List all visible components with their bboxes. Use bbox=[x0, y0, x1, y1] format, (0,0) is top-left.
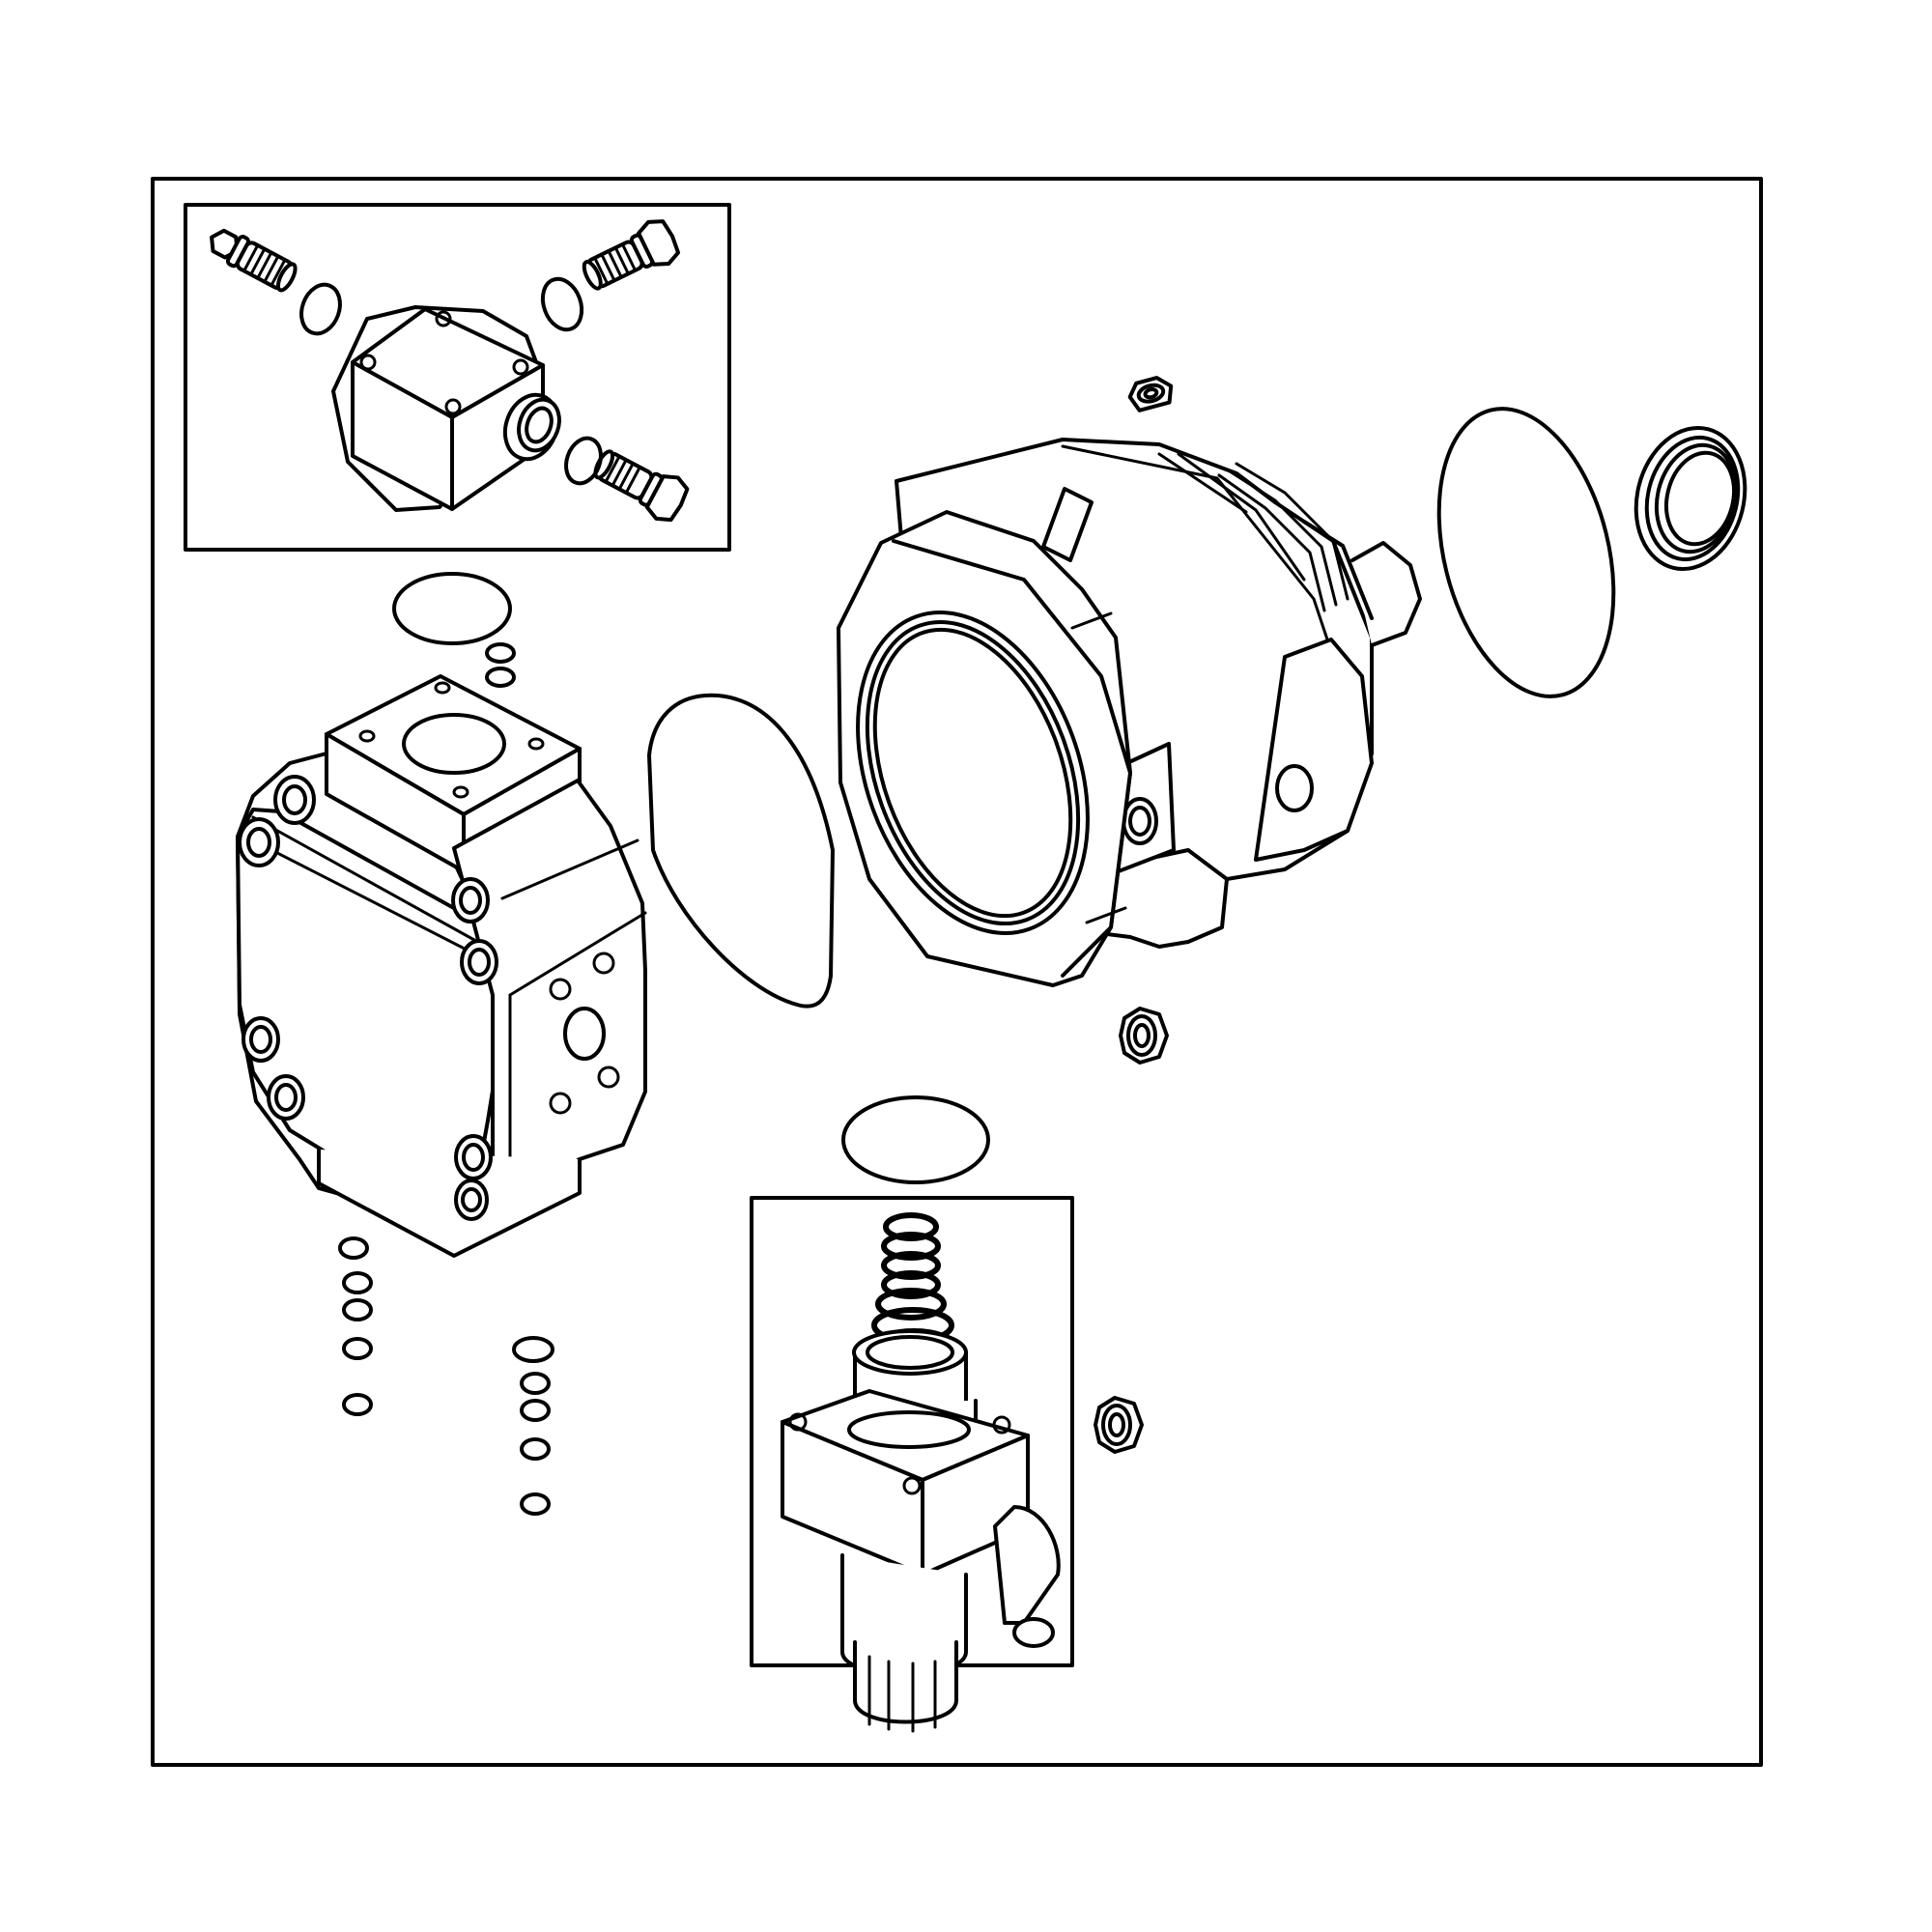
pump-flange-housing bbox=[837, 438, 1422, 987]
inset-bottom-solenoid-valve bbox=[750, 1196, 1074, 1733]
banjo-bolt-lower bbox=[593, 449, 690, 523]
o-ring-small-1 bbox=[485, 642, 516, 664]
o-ring-above-solenoid bbox=[841, 1095, 990, 1184]
small-nut-top bbox=[1127, 376, 1174, 412]
banjo-bolt-upper-right bbox=[582, 219, 681, 291]
small-o-rings bbox=[338, 1236, 554, 1516]
inset-frame-top-left bbox=[184, 203, 731, 552]
small-nut-middle bbox=[1119, 1007, 1169, 1065]
inset-top-left-sensor-block bbox=[184, 203, 731, 552]
o-ring-inset-a bbox=[299, 282, 342, 336]
o-ring-small-2 bbox=[485, 667, 516, 688]
o-ring-top-main bbox=[392, 572, 512, 645]
large-o-ring-right bbox=[1436, 407, 1616, 698]
large-gasket bbox=[647, 693, 835, 1009]
banjo-bolt-upper-left bbox=[210, 228, 298, 293]
outer-frame bbox=[151, 177, 1763, 1767]
o-ring-inset-c bbox=[564, 436, 603, 486]
small-nut-lower bbox=[1094, 1396, 1144, 1454]
sensor-block bbox=[331, 305, 561, 512]
solenoid-valve-with-spring bbox=[781, 1212, 1061, 1733]
main-valve-housing bbox=[236, 674, 647, 1258]
o-ring-inset-b bbox=[540, 276, 584, 332]
shaft-seal bbox=[1634, 425, 1747, 572]
housing-bolt-heads bbox=[238, 775, 498, 1221]
